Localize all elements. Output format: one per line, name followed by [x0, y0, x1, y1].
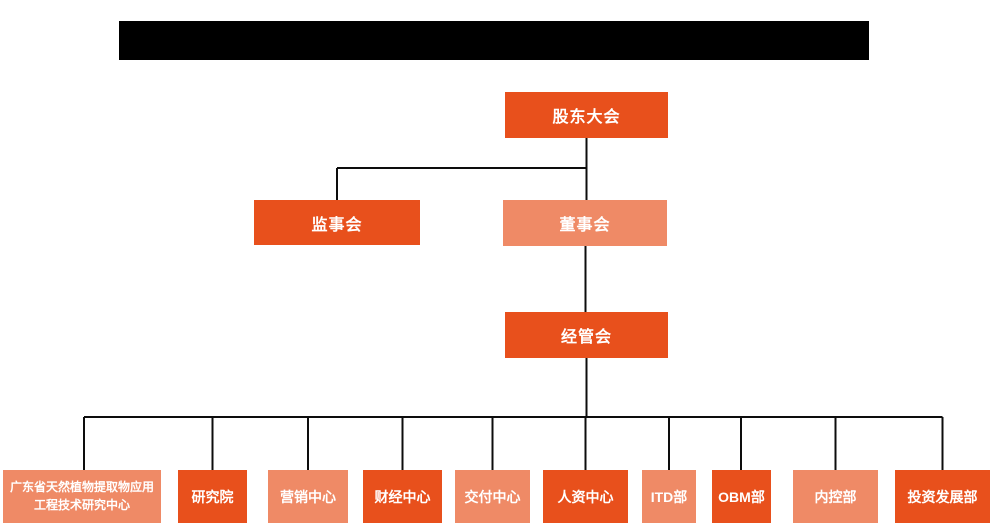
- org-node-supervisory-board: 监事会: [254, 200, 420, 245]
- org-node-label: 投资发展部: [907, 488, 978, 505]
- org-node-research-institute: 研究院: [178, 470, 247, 523]
- org-node-internal-control-dept: 内控部: [793, 470, 878, 523]
- org-node-hr-center: 人资中心: [543, 470, 628, 523]
- org-node-label: 董事会: [559, 217, 611, 234]
- org-node-label: 广东省天然植物提取物应用工程技术研究中心: [9, 480, 154, 512]
- org-node-gd-natural-plant-extract-research-center: 广东省天然植物提取物应用工程技术研究中心: [3, 470, 161, 523]
- org-node-label: 经管会: [560, 329, 612, 346]
- org-node-label: 研究院: [191, 488, 234, 505]
- org-node-label: 内控部: [814, 488, 857, 505]
- org-node-label: OBM部: [718, 488, 765, 505]
- org-node-board-of-directors: 董事会: [503, 200, 667, 246]
- org-node-label: 财经中心: [374, 488, 431, 505]
- redacted-title-bar: [119, 21, 869, 60]
- org-node-label: ITD部: [650, 488, 688, 505]
- org-node-finance-center: 财经中心: [363, 470, 442, 523]
- org-node-obm-dept: OBM部: [712, 470, 771, 523]
- org-node-delivery-center: 交付中心: [455, 470, 530, 523]
- org-node-management-committee: 经管会: [505, 312, 668, 358]
- org-node-label: 人资中心: [557, 488, 614, 505]
- org-node-investment-development-dept: 投资发展部: [895, 470, 990, 523]
- org-node-label: 交付中心: [464, 488, 521, 505]
- org-node-label: 监事会: [311, 216, 363, 234]
- org-node-label: 股东大会: [552, 109, 621, 126]
- org-node-itd-dept: ITD部: [642, 470, 696, 523]
- org-node-marketing-center: 营销中心: [268, 470, 348, 523]
- org-node-label: 营销中心: [280, 488, 336, 505]
- org-node-shareholders-meeting: 股东大会: [505, 92, 668, 138]
